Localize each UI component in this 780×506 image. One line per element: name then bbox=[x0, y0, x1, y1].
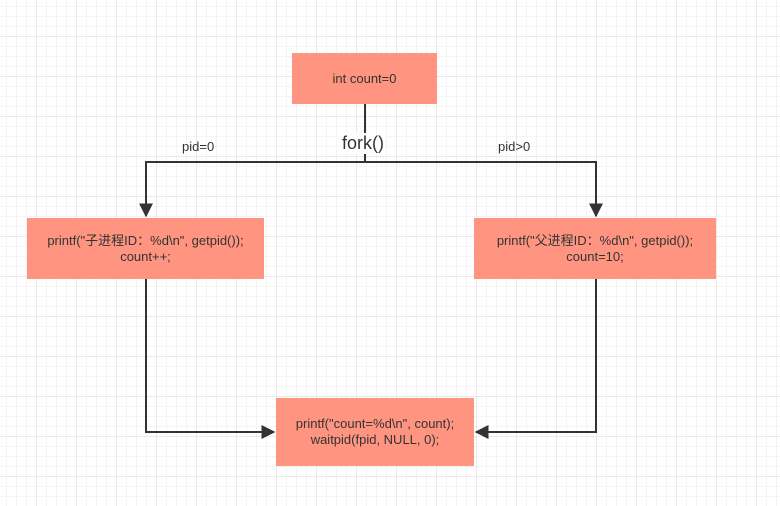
node-init[interactable]: int count=0 bbox=[292, 53, 437, 104]
edge-split-to-parent bbox=[365, 161, 603, 218]
node-join-line-2: waitpid(fpid, NULL, 0); bbox=[310, 432, 440, 447]
node-join[interactable]: printf("count=%d\n", count); waitpid(fpi… bbox=[276, 398, 474, 466]
edge-parent-to-join bbox=[474, 279, 597, 439]
edge-child-to-join bbox=[145, 279, 276, 439]
node-parent-process[interactable]: printf("父进程ID：%d\n", getpid()); count=10… bbox=[474, 218, 716, 279]
node-child-process[interactable]: printf("子进程ID：%d\n", getpid()); count++; bbox=[27, 218, 264, 279]
edge-split-to-child bbox=[139, 161, 365, 218]
node-child-line-2: count++; bbox=[120, 248, 171, 264]
edge-label-child: pid=0 bbox=[182, 139, 215, 154]
node-join-line-1: printf("count=%d\n", count); bbox=[295, 416, 455, 431]
fork-label: fork() bbox=[340, 133, 386, 154]
node-parent-line-2: count=10; bbox=[566, 248, 624, 264]
node-child-line-1: printf("子进程ID：%d\n", getpid()); bbox=[47, 232, 244, 248]
edge-label-parent: pid>0 bbox=[498, 139, 531, 154]
node-init-text: int count=0 bbox=[332, 70, 397, 86]
node-parent-line-1: printf("父进程ID：%d\n", getpid()); bbox=[496, 232, 694, 248]
